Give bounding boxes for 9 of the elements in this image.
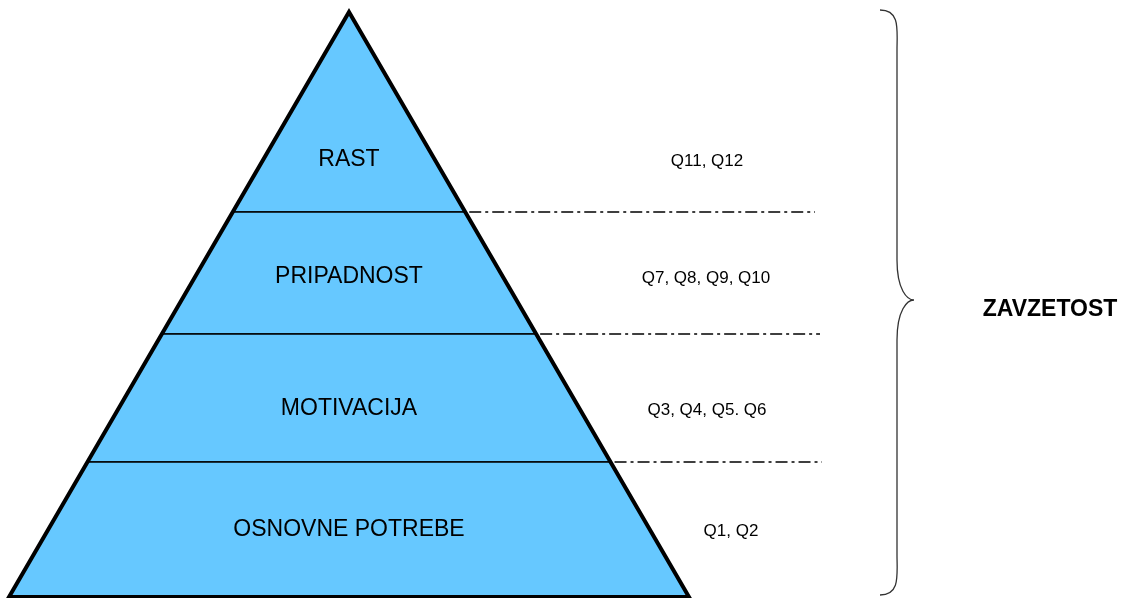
question-list: Q1, Q2 — [703, 521, 759, 541]
level-label: RAST — [318, 144, 380, 172]
level-label: PRIPADNOST — [275, 261, 423, 289]
question-list: Q11, Q12 — [670, 151, 744, 171]
question-list: Q3, Q4, Q5. Q6 — [647, 400, 767, 420]
question-list: Q7, Q8, Q9, Q10 — [641, 268, 771, 288]
level-label: OSNOVNE POTREBE — [233, 514, 465, 542]
group-label: ZAVZETOST — [982, 294, 1118, 322]
level-label: MOTIVACIJA — [280, 393, 418, 421]
